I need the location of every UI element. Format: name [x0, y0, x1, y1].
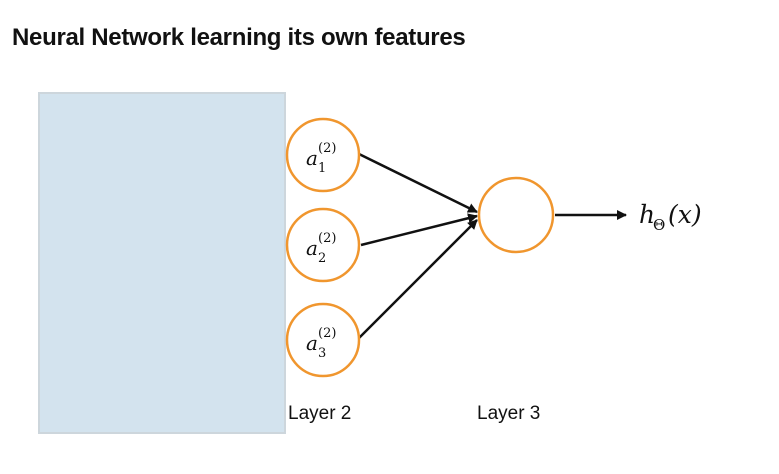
unit-superscript: (2) [318, 231, 336, 246]
layer-2-label: Layer 2 [288, 403, 352, 424]
edge-a3-to-output [358, 219, 478, 339]
hidden-unit-1: a (2) 1 [285, 117, 361, 193]
layer-3-label: Layer 3 [477, 403, 541, 424]
unit-superscript: (2) [318, 141, 336, 156]
node-circle [285, 207, 361, 283]
edge-a1-to-output [358, 152, 478, 214]
node-circle [285, 117, 361, 193]
hypothesis-base: h [639, 200, 655, 229]
hypothesis-subscript: Θ [653, 216, 665, 234]
hidden-unit-3: a (2) 3 [285, 302, 361, 378]
unit-subscript: 1 [318, 161, 326, 176]
slide-title: Neural Network learning its own features [12, 24, 466, 51]
output-unit [477, 176, 555, 254]
unit-superscript: (2) [318, 326, 336, 341]
hypothesis-label: h Θ (x) [639, 200, 702, 234]
hypothesis-argument: (x) [668, 200, 702, 229]
unit-base: a [306, 146, 318, 170]
node-circle [285, 302, 361, 378]
unit-base: a [306, 236, 318, 260]
unit-subscript: 3 [318, 346, 326, 361]
input-layer-cover-panel [38, 92, 286, 434]
edge-a2-to-output [360, 213, 478, 247]
unit-subscript: 2 [318, 251, 326, 266]
hidden-unit-2: a (2) 2 [285, 207, 361, 283]
unit-base: a [306, 331, 318, 355]
